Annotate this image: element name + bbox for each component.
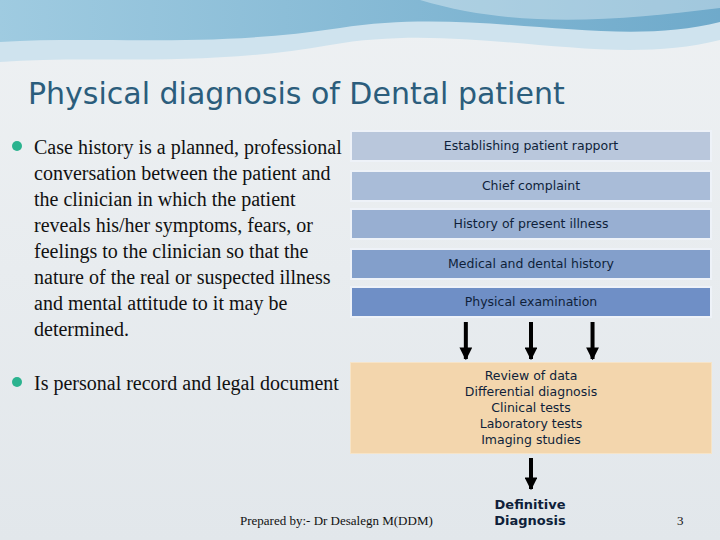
bullet-text: Case history is a planned, professional … (34, 134, 346, 342)
flow-arrow (529, 322, 533, 359)
node-text: Establishing patient rapport (444, 138, 618, 154)
top-wave (0, 0, 720, 62)
process-box: Review of dataDifferential diagnosisClin… (350, 362, 712, 454)
result-node: Definitive Diagnosis (455, 492, 605, 534)
node-text: Clinical tests (491, 400, 571, 416)
process-band: History of present illness (350, 208, 712, 240)
process-band: Medical and dental history (350, 248, 712, 280)
top-wave-highlight (420, 0, 720, 20)
process-band: Chief complaint (350, 170, 712, 202)
process-band: Physical examination (350, 286, 712, 318)
flow-arrow (529, 458, 533, 489)
page-number: 3 (677, 513, 684, 529)
node-text: Differential diagnosis (465, 384, 597, 400)
flow-arrow (464, 322, 468, 359)
top-wave (0, 0, 720, 42)
slide-title: Physical diagnosis of Dental patient (28, 76, 565, 111)
node-text: Physical examination (465, 294, 598, 310)
process-band: Establishing patient rapport (350, 130, 712, 162)
node-text: Imaging studies (481, 432, 581, 448)
node-text: Chief complaint (482, 178, 580, 194)
node-text: Review of data (485, 368, 578, 384)
node-text: Definitive Diagnosis (463, 497, 597, 529)
node-text: Laboratory tests (480, 416, 583, 432)
flow-arrow (591, 322, 595, 359)
footer-text: Prepared by:- Dr Desalegn M(DDM) (240, 513, 433, 529)
bullet-text: Is personal record and legal document (34, 370, 346, 396)
node-text: Medical and dental history (448, 256, 614, 272)
node-text: History of present illness (453, 216, 608, 232)
